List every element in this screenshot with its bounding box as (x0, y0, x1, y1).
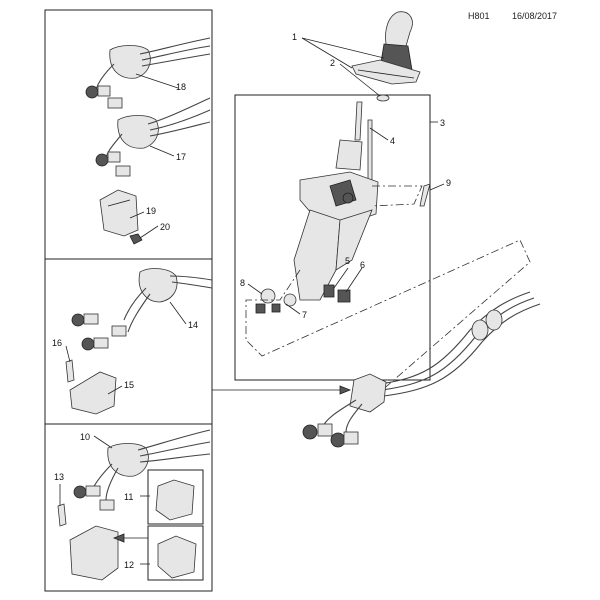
callout-19: 19 (146, 206, 156, 216)
gear-boot (351, 59, 421, 85)
callout-15: 15 (124, 380, 134, 390)
boot-ring (376, 94, 390, 102)
callout-9: 9 (446, 178, 451, 188)
detail-frame-12 (147, 525, 204, 581)
dashed-outline (245, 239, 531, 393)
housing-15 (69, 371, 117, 415)
callout-17: 17 (176, 152, 186, 162)
cable-assembly (302, 291, 541, 448)
cable-bracket-14 (71, 268, 213, 351)
callout-14: 14 (188, 320, 198, 330)
transfer-arrow-icon (339, 385, 352, 395)
diagram-date: 16/08/2017 (512, 11, 558, 21)
inset-frame-bottom (44, 423, 213, 592)
assembly-frame-3 (234, 94, 431, 381)
callout-13: 13 (54, 472, 64, 482)
clip-6 (337, 289, 351, 303)
bolt-9 (419, 183, 431, 207)
leader-lines (59, 37, 445, 565)
callout-10: 10 (80, 432, 90, 442)
callout-5: 5 (345, 256, 350, 266)
dashed-outline-bolt (371, 185, 423, 207)
callout-3: 3 (440, 118, 445, 128)
callout-6: 6 (360, 260, 365, 270)
housing-19 (99, 189, 139, 237)
callout-16: 16 (52, 338, 62, 348)
callout-8: 8 (240, 278, 245, 288)
cable-bracket-10 (73, 429, 211, 511)
detail-arrow-icon (112, 533, 125, 543)
callout-1: 1 (292, 32, 297, 42)
callout-20: 20 (160, 222, 170, 232)
shifter-housing (293, 171, 379, 301)
clip-5 (323, 284, 335, 298)
cable-bracket-18 (85, 37, 211, 109)
callout-12: 12 (124, 560, 134, 570)
callout-4: 4 (390, 136, 395, 146)
housing-bottom (69, 525, 119, 581)
callout-11: 11 (124, 492, 133, 502)
callout-2: 2 (330, 58, 335, 68)
detail-view-11 (155, 479, 195, 521)
bolt-13 (57, 503, 67, 527)
cable-bracket-17 (95, 97, 211, 177)
shift-lever (335, 101, 373, 181)
detail-frame-11 (147, 469, 204, 525)
bushing-8 (255, 288, 276, 314)
callout-7: 7 (302, 310, 307, 320)
callout-18: 18 (176, 82, 186, 92)
diagram-code: H801 (468, 11, 490, 21)
bolt-16 (65, 359, 75, 383)
bushing-7 (271, 293, 297, 313)
detail-view-12 (157, 535, 197, 579)
nut-20 (129, 233, 143, 245)
